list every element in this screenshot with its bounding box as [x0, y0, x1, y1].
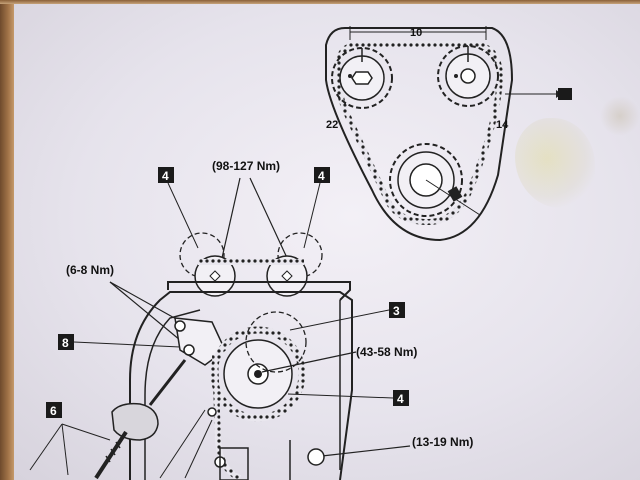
callout-crank: 4 — [397, 392, 404, 406]
callout-box-guide — [389, 302, 405, 318]
callout-box-tool — [46, 402, 62, 418]
tool-detail: 6 — [29, 402, 213, 480]
paper-stain-small — [600, 96, 640, 136]
chain-routing-inset: 10 22 14 — [325, 26, 572, 242]
left-span-count: 22 — [326, 119, 338, 131]
torque-lower-bolt: (13-19 Nm) — [412, 435, 473, 449]
paper-stain — [515, 118, 595, 208]
callout-box-crank — [393, 390, 409, 406]
top-span-count: 10 — [410, 27, 422, 39]
left-cam-sprocket — [331, 47, 393, 109]
lower-assembly: (6-8 Nm) 8 3 (43-58 Nm) 4 (13-19 Nm) — [58, 263, 473, 480]
torque-crank: (43-58 Nm) — [356, 345, 417, 359]
callout-tensioner: 8 — [62, 336, 69, 350]
crank-sprocket-inset — [389, 143, 481, 217]
right-span-count: 14 — [496, 119, 509, 131]
callout-right-upper: 4 — [318, 169, 325, 183]
wood-table-edge — [0, 0, 14, 480]
wood-table-top-edge — [0, 0, 640, 4]
inset-marker-box — [558, 88, 572, 100]
callout-box-left-upper — [158, 167, 174, 183]
upper-sprocket-detail: (98-127 Nm) 4 4 — [158, 159, 351, 301]
callout-guide: 3 — [393, 304, 400, 318]
callout-box-tensioner — [58, 334, 74, 350]
torque-top-sprockets: (98-127 Nm) — [212, 159, 280, 173]
callout-left-upper: 4 — [162, 169, 169, 183]
callout-tool: 6 — [50, 404, 57, 418]
right-cam-sprocket — [437, 45, 499, 107]
callout-box-right-upper — [314, 167, 330, 183]
torque-tensioner: (6-8 Nm) — [66, 263, 114, 277]
